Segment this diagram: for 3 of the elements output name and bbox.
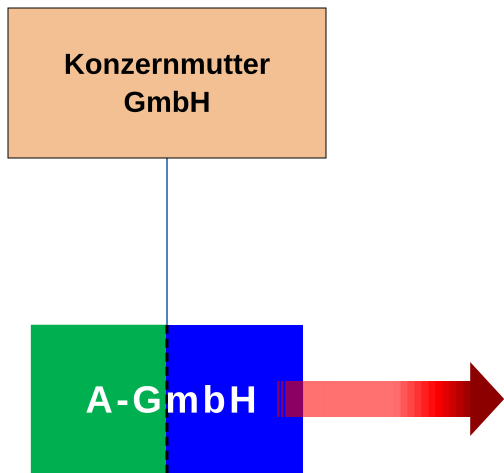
connector-line bbox=[166, 158, 168, 325]
arrow bbox=[303, 362, 504, 436]
company-box: Konzernmutter GmbH bbox=[8, 8, 326, 158]
